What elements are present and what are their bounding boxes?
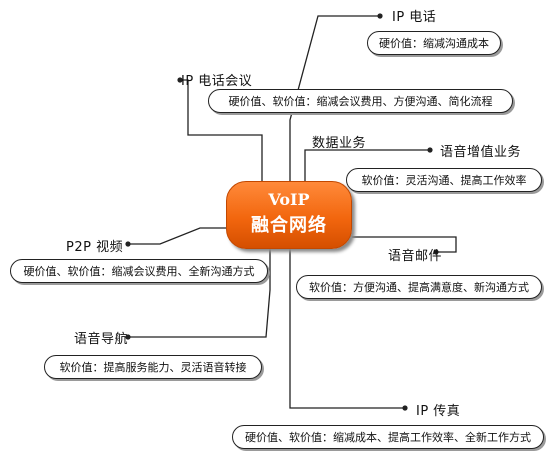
node-value-p2p-video: 硬价值、软价值：缩减会议费用、全新沟通方式 (10, 259, 268, 283)
node-title-p2p-video: P2P 视频 (66, 240, 124, 255)
connector-dot (177, 77, 183, 83)
connector-dot (433, 249, 439, 255)
node-value-ip-phone: 硬价值：缩减沟通成本 (367, 31, 501, 55)
node-value-ip-fax: 硬价值、软价值：缩减成本、提高工作效率、全新工作方式 (232, 425, 544, 449)
node-title-ip-fax: IP 传真 (416, 404, 461, 419)
node-title-voice-nav: 语音导航 (74, 332, 129, 347)
center-node: VoIP 融合网络 (226, 181, 352, 249)
center-title-network: 融合网络 (251, 215, 327, 236)
connector-dot (402, 405, 408, 411)
node-title-voicemail: 语音邮件 (388, 249, 443, 264)
node-value-voicemail: 软价值：方便沟通、提高满意度、新沟通方式 (296, 275, 542, 299)
connector-dot (427, 147, 433, 153)
connector-dot (125, 334, 131, 340)
node-title-ip-conference: IP 电话会议 (181, 74, 253, 89)
connector-dot (125, 241, 131, 247)
node-value-ip-conference: 硬价值、软价值：缩减会议费用、方便沟通、简化流程 (208, 89, 513, 113)
connector-dot (377, 13, 383, 19)
node-value-voice-nav: 软价值：提高服务能力、灵活语音转接 (44, 355, 262, 379)
node-title-ip-phone: IP 电话 (392, 10, 437, 25)
center-title-voip: VoIP (268, 190, 310, 209)
node-title-data-service: 数据业务 (312, 136, 367, 151)
node-value-voice-value-added: 软价值：灵活沟通、提高工作效率 (346, 168, 542, 192)
node-title-voice-value-added: 语音增值业务 (440, 145, 522, 160)
